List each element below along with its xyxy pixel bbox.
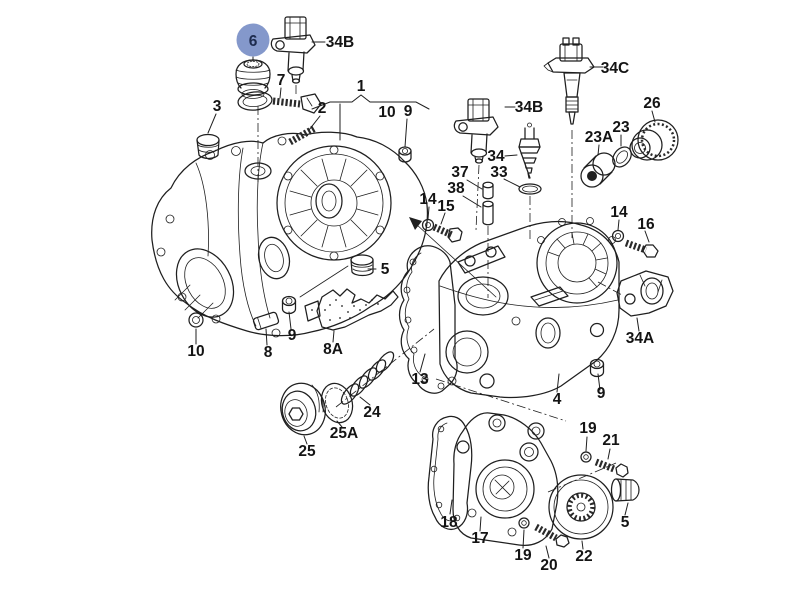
- bracket-34a-drawing: [616, 270, 674, 317]
- spring-24-drawing: [340, 351, 395, 405]
- switch-34-drawing: [518, 122, 541, 179]
- callout-34b-right[interactable]: 34B: [515, 99, 543, 116]
- bolt-2-drawing: [288, 124, 317, 146]
- sensor-34c-drawing: [543, 37, 595, 125]
- oring-33-drawing: [518, 183, 542, 195]
- pin-38-drawing: [482, 200, 494, 226]
- callout-19-top[interactable]: 19: [579, 420, 597, 437]
- bolt-16-drawing: [624, 239, 659, 258]
- callout-34a[interactable]: 34A: [626, 330, 654, 347]
- pin-8-drawing: [252, 311, 280, 331]
- mount-arrow: [409, 217, 497, 298]
- sensor-34b-right-drawing: [453, 98, 499, 164]
- callout-38[interactable]: 38: [447, 180, 465, 197]
- bushing-23a-drawing: [580, 152, 616, 188]
- callout-34c[interactable]: 34C: [601, 60, 629, 77]
- seal-10-drawing: [188, 312, 204, 328]
- callout-7[interactable]: 7: [277, 72, 286, 89]
- callout-13[interactable]: 13: [411, 371, 429, 388]
- seal-ring-7-drawing: [237, 91, 322, 114]
- callout-20[interactable]: 20: [540, 557, 557, 574]
- washer-14-right-drawing: [611, 229, 625, 243]
- callout-2[interactable]: 2: [318, 100, 327, 117]
- callout-19-bottom[interactable]: 19: [514, 547, 532, 564]
- callout-6[interactable]: 6: [249, 33, 258, 50]
- clutch-housing-drawing: [151, 131, 429, 338]
- callout-17[interactable]: 17: [471, 530, 488, 547]
- callout-34[interactable]: 34: [487, 148, 505, 165]
- callout-9-right[interactable]: 9: [597, 385, 606, 402]
- callout-9-mid[interactable]: 9: [288, 327, 297, 344]
- callout-25a[interactable]: 25A: [330, 425, 358, 442]
- callout-3[interactable]: 3: [213, 98, 222, 115]
- callout-23a[interactable]: 23A: [585, 129, 613, 146]
- breather-cap-6-drawing: [235, 59, 271, 99]
- callout-21[interactable]: 21: [602, 432, 620, 449]
- callout-5-left[interactable]: 5: [381, 261, 390, 278]
- washer-14-left-drawing: [421, 218, 435, 232]
- leader-lines: [195, 41, 656, 559]
- callout-15[interactable]: 15: [437, 198, 455, 215]
- callout-22[interactable]: 22: [575, 548, 592, 565]
- callout-24[interactable]: 24: [363, 404, 381, 421]
- callout-34b-top[interactable]: 34B: [326, 34, 354, 51]
- callout-10-bracket[interactable]: 10: [378, 104, 395, 121]
- nut-9-right-drawing: [589, 358, 605, 378]
- plug-3-drawing: [196, 133, 220, 160]
- callout-37[interactable]: 37: [451, 164, 468, 181]
- gear-housing-drawing: [438, 217, 620, 399]
- callout-8[interactable]: 8: [264, 344, 273, 361]
- plug-5-left-drawing: [350, 254, 374, 277]
- callout-33[interactable]: 33: [490, 164, 508, 181]
- callout-26[interactable]: 26: [643, 95, 661, 112]
- callout-25[interactable]: 25: [298, 443, 316, 460]
- bracket-8a-drawing: [299, 265, 399, 331]
- flange-22-drawing: [548, 474, 614, 540]
- sensor-34b-top-drawing: [270, 16, 316, 84]
- seal-23-drawing: [612, 146, 632, 168]
- end-cover-17-drawing: [452, 412, 559, 547]
- highlight-marker: [236, 23, 270, 57]
- bolt-21-drawing: [594, 458, 629, 478]
- callout-23[interactable]: 23: [612, 119, 630, 136]
- washer-19-top-drawing: [580, 451, 592, 463]
- bolt-15-drawing: [432, 223, 463, 243]
- callout-5-right[interactable]: 5: [621, 514, 630, 531]
- washer-19-bottom-drawing: [518, 517, 530, 529]
- callout-8a[interactable]: 8A: [323, 341, 343, 358]
- gasket-18-drawing: [427, 415, 473, 530]
- gasket-25a-drawing: [320, 382, 354, 424]
- nut-9-top-drawing: [398, 146, 412, 163]
- callout-16[interactable]: 16: [637, 216, 655, 233]
- callout-10-left[interactable]: 10: [187, 343, 204, 360]
- nut-9-mid-drawing: [281, 295, 297, 315]
- callout-14-left[interactable]: 14: [419, 191, 437, 208]
- center-lines: [257, 85, 623, 493]
- callout-1[interactable]: 1: [357, 78, 366, 95]
- callout-4[interactable]: 4: [553, 391, 562, 408]
- bolt-20-drawing: [534, 523, 570, 548]
- plug-5-right-drawing: [610, 478, 640, 502]
- pin-37-drawing: [482, 181, 494, 200]
- callout-14-right[interactable]: 14: [610, 204, 628, 221]
- callout-18[interactable]: 18: [440, 514, 458, 531]
- callout-9-top[interactable]: 9: [404, 103, 413, 120]
- cap-26-drawing: [629, 119, 679, 161]
